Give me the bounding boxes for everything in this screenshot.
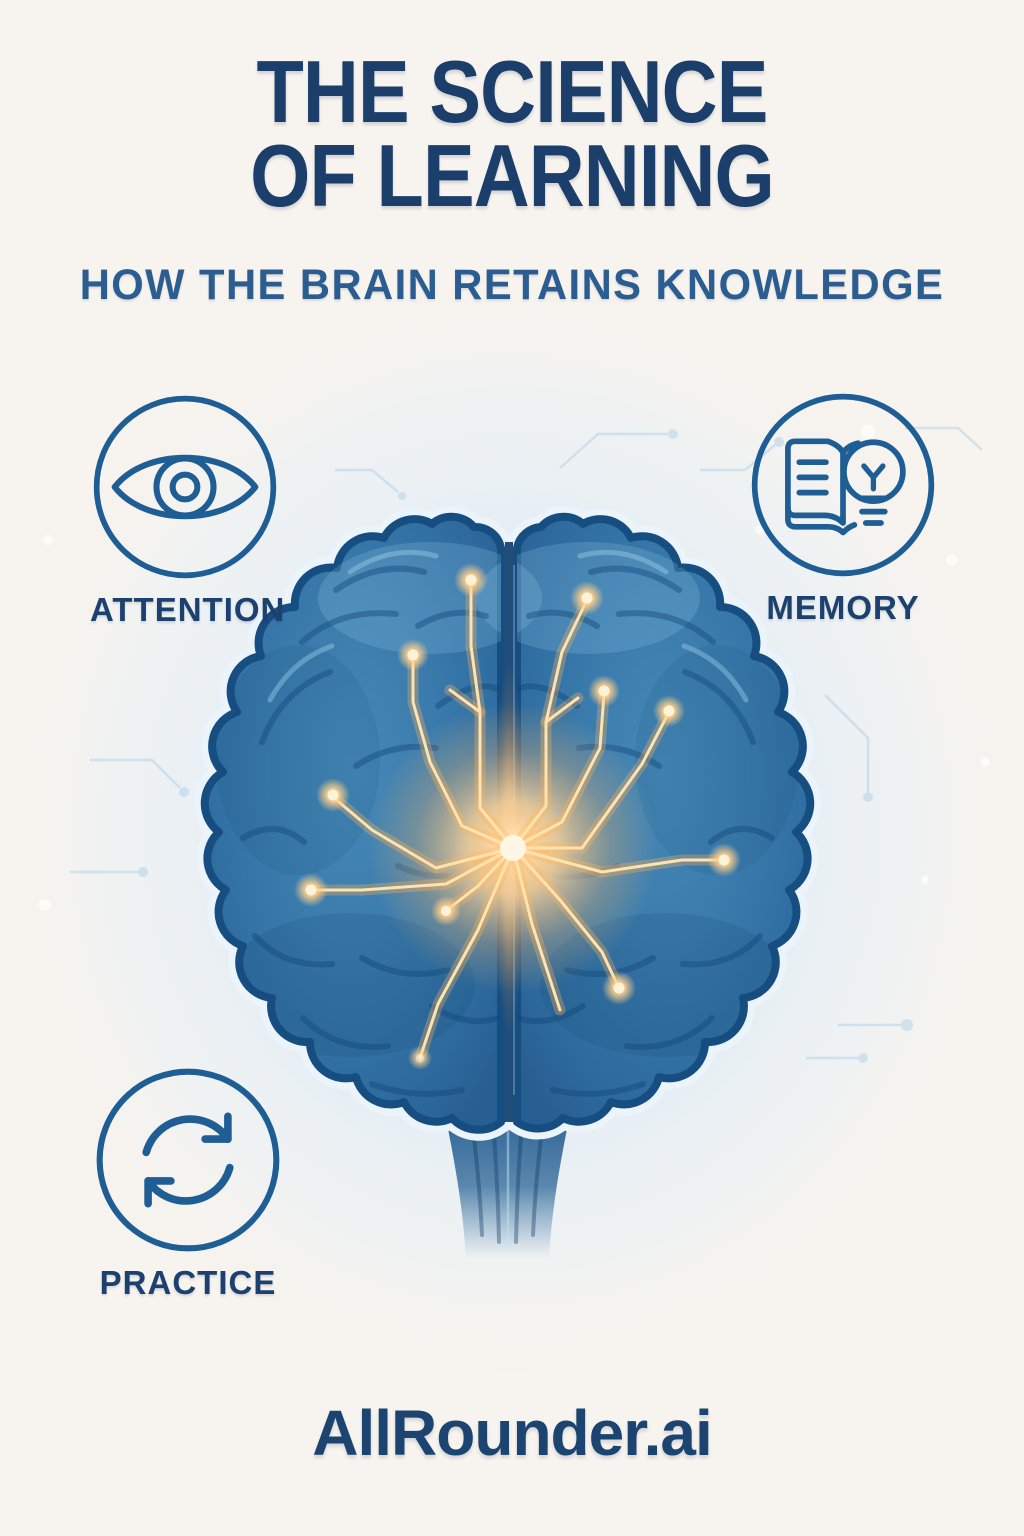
page-subtitle: HOW THE BRAIN RETAINS KNOWLEDGE (79, 261, 945, 309)
page-title: THE SCIENCE OF LEARNING (61, 48, 962, 220)
feature-label-practice: PRACTICE (99, 1264, 277, 1301)
book-lightbulb-icon (751, 393, 935, 577)
feature-memory: MEMORY (748, 390, 938, 627)
feature-practice: PRACTICE (93, 1065, 283, 1302)
feature-label-memory: MEMORY (766, 589, 920, 626)
synapse-nodes (294, 563, 741, 1070)
circuit-traces (39, 425, 990, 1063)
eye-icon (93, 395, 277, 579)
title-line-1: THE SCIENCE (256, 42, 769, 141)
cycle-arrows-icon (96, 1068, 280, 1252)
feature-attention: ATTENTION (90, 392, 286, 629)
title-line-2: OF LEARNING (250, 126, 775, 225)
neural-network-glow (294, 563, 741, 1070)
feature-label-attention: ATTENTION (90, 591, 286, 628)
brand-logo-text: AllRounder.ai (312, 1397, 713, 1469)
